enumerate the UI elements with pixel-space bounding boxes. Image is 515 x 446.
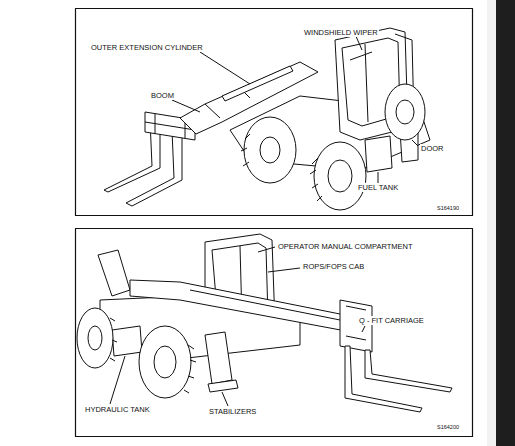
part-label: OPERATOR MANUAL COMPARTMENT	[277, 242, 414, 251]
part-label: STABILIZERS	[208, 407, 257, 416]
part-label: Q - FIT CARRIAGE	[358, 316, 425, 325]
part-label: OUTER EXTENSION CYLINDER	[90, 43, 204, 52]
part-label: FUEL TANK	[357, 183, 399, 192]
part-label: WINDSHIELD WIPER	[303, 28, 379, 37]
figure-code: S164200	[436, 424, 460, 431]
part-label: BOOM	[150, 91, 175, 100]
part-label: DOOR	[420, 144, 445, 153]
figure-code: S164190	[436, 205, 460, 212]
part-label: ROPS/FOPS CAB	[302, 262, 365, 271]
part-label: HYDRAULIC TANK	[84, 405, 151, 414]
